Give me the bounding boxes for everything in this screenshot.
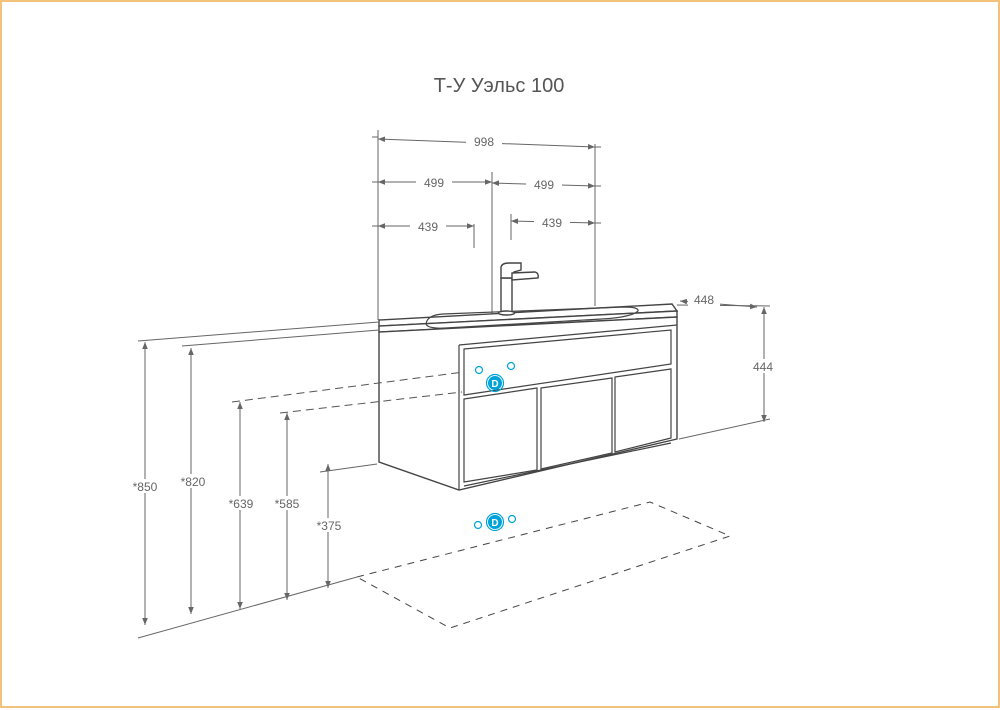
wall-connection-marker: D [474, 361, 516, 393]
label-bg [534, 215, 570, 229]
door-middle [540, 377, 613, 470]
connection-marker-label: D [491, 518, 498, 529]
floor-connection-marker: D [473, 512, 517, 532]
faucet [497, 262, 539, 316]
label-bg [310, 518, 348, 532]
drawer-front [463, 329, 672, 396]
dimension-499-left: 499 [424, 176, 444, 190]
dimension-444: 444 [753, 360, 773, 374]
dimension-998: 998 [474, 135, 494, 149]
dimension-850: *850 [133, 480, 158, 494]
label-bg [268, 496, 306, 510]
dimension-439-left: 439 [418, 220, 438, 234]
label-bg [126, 479, 164, 493]
dimension-585: *585 [275, 497, 300, 511]
dimension-639: *639 [229, 497, 254, 511]
label-bg [222, 496, 260, 510]
vanity-unit [378, 303, 679, 491]
label-bg [174, 474, 212, 488]
dimension-448: 448 [694, 293, 714, 307]
label-bg [416, 175, 452, 189]
sink-basin [425, 306, 639, 329]
drawing-title: Т-У Уэльс 100 [434, 75, 565, 97]
dimension-439-right: 439 [542, 216, 562, 230]
door-right [614, 368, 672, 453]
floor-footprint [355, 501, 732, 629]
label-bg [748, 359, 780, 373]
top-dimension-lines [372, 130, 601, 336]
dimension-375: *375 [317, 519, 342, 533]
label-bg [688, 292, 720, 306]
label-bg [410, 219, 446, 233]
door-left [463, 387, 538, 483]
dimension-499-right: 499 [534, 178, 554, 192]
label-bg [526, 177, 562, 191]
label-bg [466, 134, 502, 148]
connection-marker-label: D [491, 379, 498, 390]
dimension-820: *820 [181, 475, 206, 489]
